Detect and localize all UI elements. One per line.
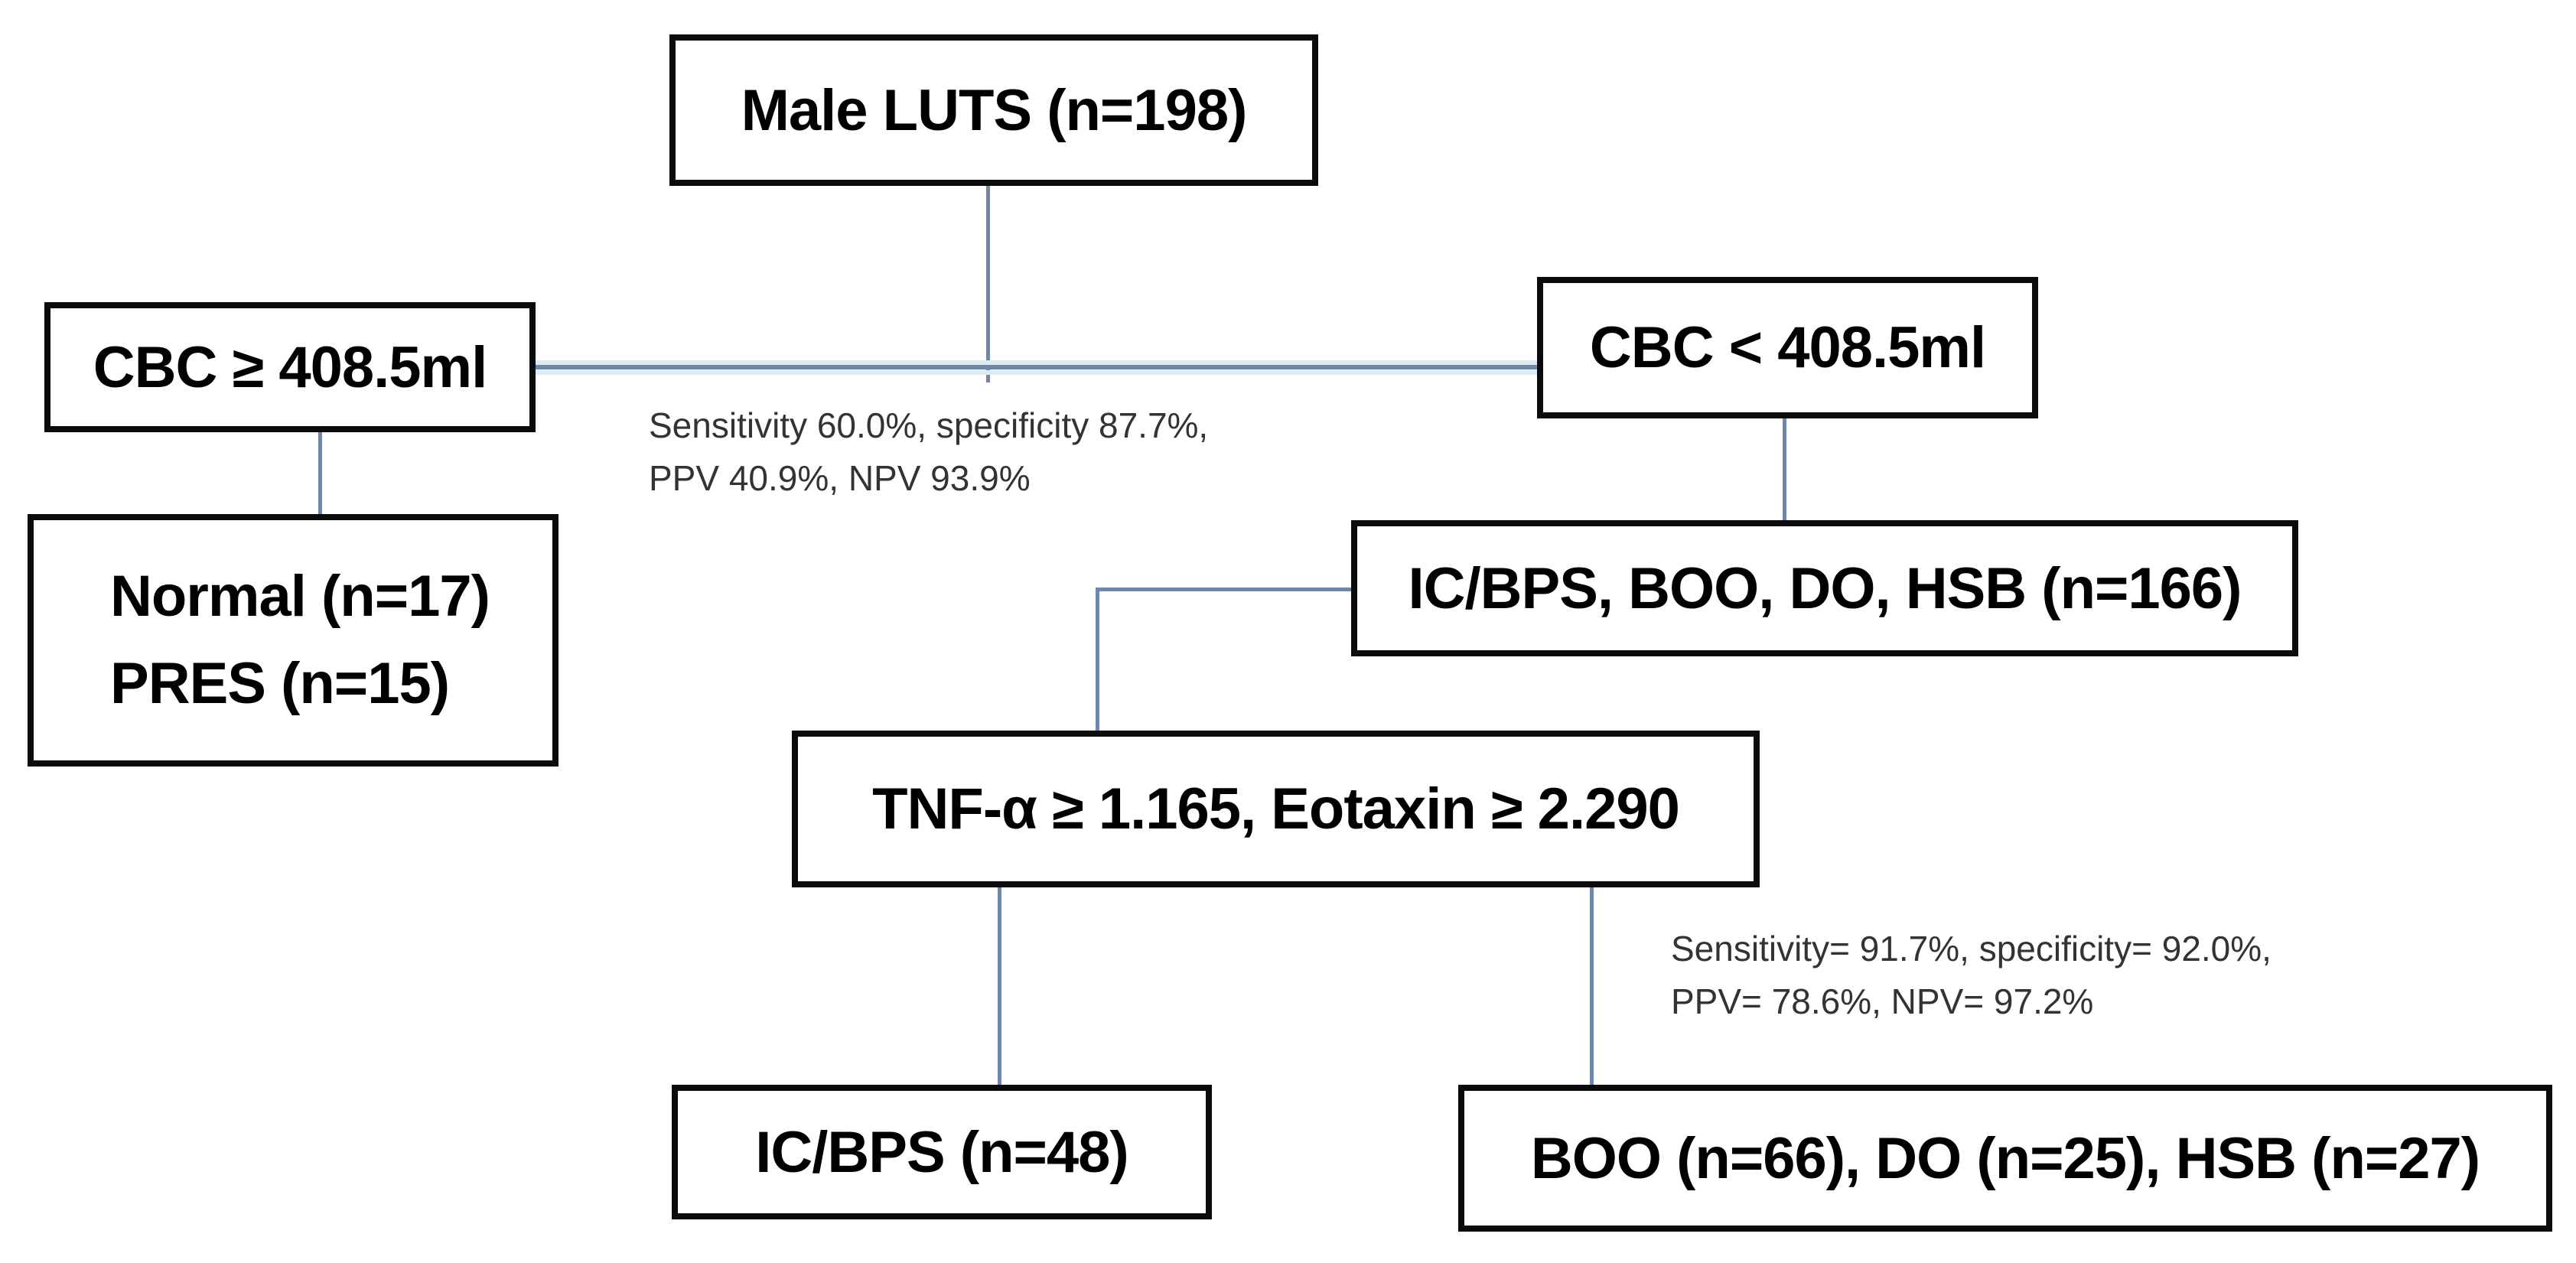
node-ic-bps-boo-do-hsb-166: IC/BPS, BOO, DO, HSB (n=166) xyxy=(1351,520,2298,656)
node-ic-bps-48: IC/BPS (n=48) xyxy=(672,1085,1212,1219)
node-boo-do-hsb-label: BOO (n=66), DO (n=25), HSB (n=27) xyxy=(1530,1125,2480,1191)
annotation-cbc-stats-line2: PPV 40.9%, NPV 93.9% xyxy=(649,458,1031,498)
annotation-cbc-stats-line1: Sensitivity 60.0%, specificity 87.7%, xyxy=(649,405,1209,445)
node-cbc-lt-408-5: CBC < 408.5ml xyxy=(1537,277,2038,418)
node-ic-bps-166-label: IC/BPS, BOO, DO, HSB (n=166) xyxy=(1408,555,2242,621)
annotation-tnf-cutoff-stats: Sensitivity= 91.7%, specificity= 92.0%, … xyxy=(1671,923,2272,1028)
node-male-luts-label: Male LUTS (n=198) xyxy=(741,77,1248,143)
connector-ic-bps-166-elbow-vertical xyxy=(1096,588,1099,731)
node-tnf-label: TNF-α ≥ 1.165, Eotaxin ≥ 2.290 xyxy=(872,776,1680,841)
connector-tnf-to-boo-do-hsb xyxy=(1590,887,1594,1085)
node-cbc-ge-label: CBC ≥ 408.5ml xyxy=(93,334,487,400)
node-cbc-ge-408-5: CBC ≥ 408.5ml xyxy=(44,302,536,432)
node-cbc-lt-label: CBC < 408.5ml xyxy=(1589,315,1986,380)
annotation-cbc-cutoff-stats: Sensitivity 60.0%, specificity 87.7%, PP… xyxy=(649,399,1208,505)
node-boo-do-hsb: BOO (n=66), DO (n=25), HSB (n=27) xyxy=(1458,1085,2552,1232)
node-ic-bps-48-label: IC/BPS (n=48) xyxy=(755,1119,1128,1185)
annotation-tnf-stats-line2: PPV= 78.6%, NPV= 97.2% xyxy=(1671,981,2094,1021)
connector-tnf-to-ic-bps-48 xyxy=(998,887,1001,1085)
connector-ic-bps-166-elbow-horizontal xyxy=(1096,588,1351,591)
node-male-luts: Male LUTS (n=198) xyxy=(669,34,1318,186)
node-normal-pres-line2: PRES (n=15) xyxy=(110,651,450,716)
node-normal-pres-line1: Normal (n=17) xyxy=(110,564,490,629)
connector-cbc-lt-to-ic-bps-166 xyxy=(1783,418,1786,520)
connector-cbc-ge-to-normal-pres xyxy=(318,432,322,514)
node-normal-pres-lines: Normal (n=17) PRES (n=15) xyxy=(110,553,490,728)
annotation-tnf-stats-line1: Sensitivity= 91.7%, specificity= 92.0%, xyxy=(1671,929,2272,968)
node-normal-pres: Normal (n=17) PRES (n=15) xyxy=(28,514,559,767)
node-tnf-eotaxin-threshold: TNF-α ≥ 1.165, Eotaxin ≥ 2.290 xyxy=(792,731,1760,887)
connector-cbc-ge-to-cbc-lt xyxy=(536,365,1537,369)
connector-male-luts-down xyxy=(986,186,990,382)
